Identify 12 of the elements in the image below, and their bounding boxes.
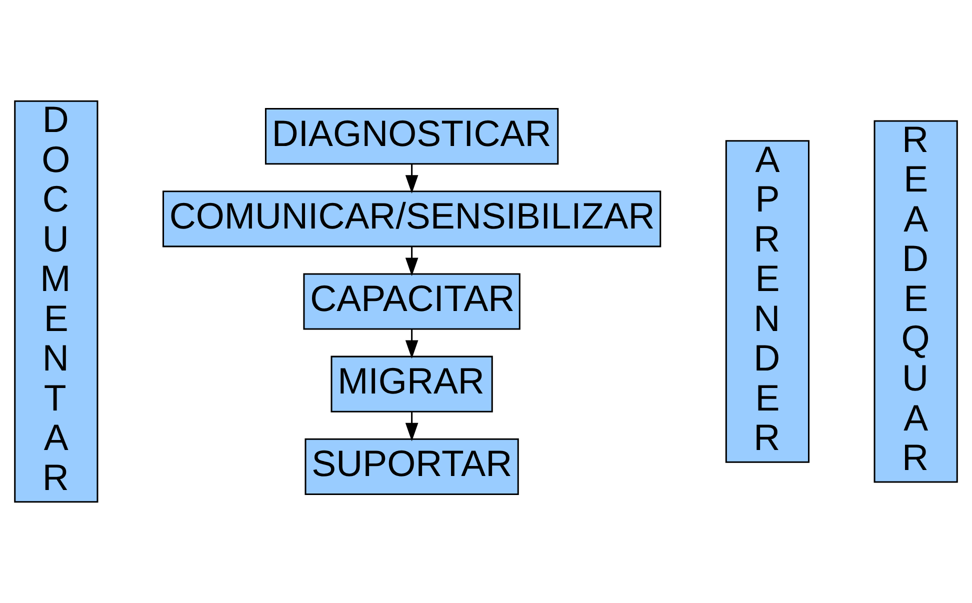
node-box: APRENDER: [725, 140, 810, 463]
node-box: DIAGNOSTICAR: [264, 108, 559, 165]
arrow: [405, 329, 418, 359]
node-box: DOCUMENTAR: [14, 100, 98, 503]
node-box: READEQUAR: [874, 120, 958, 483]
arrow: [405, 412, 418, 442]
node-box: SUPORTAR: [304, 438, 519, 495]
node-box: COMUNICAR/SENSIBILIZAR: [162, 190, 662, 248]
arrow: [405, 246, 418, 276]
node-box: CAPACITAR: [303, 273, 520, 330]
node-box: MIGRAR: [330, 356, 493, 412]
arrow: [405, 164, 418, 194]
